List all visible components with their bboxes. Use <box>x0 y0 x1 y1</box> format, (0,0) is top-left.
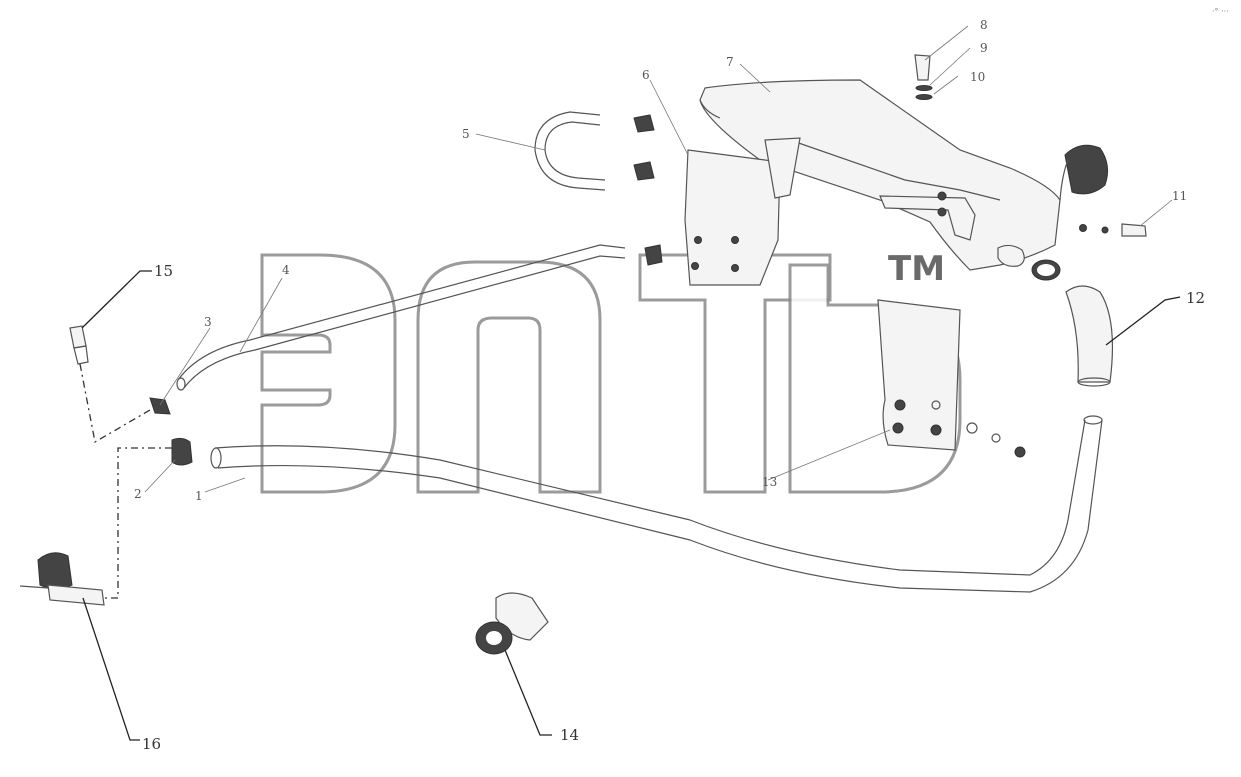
bracket-upper <box>684 137 801 286</box>
screw-set-11 <box>1079 223 1147 237</box>
cap-2 <box>171 437 193 466</box>
label-part-6: 6 <box>642 68 650 82</box>
label-part-9: 9 <box>980 41 988 55</box>
label-part-7: 7 <box>726 55 734 69</box>
bracket-lower <box>877 299 1026 458</box>
part-labels: 1 2 3 4 5 6 7 8 9 10 11 12 13 14 15 16 <box>134 18 1205 753</box>
label-part-15: 15 <box>154 262 173 280</box>
pipe-lower <box>210 415 1103 593</box>
valve-16 <box>19 552 105 606</box>
bolt-15 <box>69 325 89 365</box>
label-part-1: 1 <box>195 489 203 503</box>
leader-lines <box>81 25 1181 741</box>
u-hose <box>534 111 655 191</box>
watermark-tm: TM <box>888 249 945 289</box>
label-part-11: 11 <box>1172 189 1187 203</box>
pipe-upper <box>176 244 663 391</box>
label-part-4: 4 <box>282 263 290 277</box>
fitting-3 <box>149 397 171 415</box>
label-part-5: 5 <box>462 127 470 141</box>
corner-mark: ·° ··· <box>1212 7 1229 16</box>
elbow-hose <box>1031 259 1114 387</box>
label-part-14: 14 <box>560 726 579 744</box>
label-part-10: 10 <box>970 70 985 84</box>
watermark-letter-3 <box>638 253 832 494</box>
watermark: TM <box>260 249 962 494</box>
label-part-13: 13 <box>762 475 777 489</box>
label-part-16: 16 <box>142 735 161 753</box>
assembly-lines <box>79 363 172 599</box>
label-part-3: 3 <box>204 315 212 329</box>
label-part-8: 8 <box>980 18 988 32</box>
valve-14 <box>475 592 549 655</box>
expansion-tank <box>699 79 1109 271</box>
label-part-2: 2 <box>134 487 142 501</box>
bolt-8-9-10 <box>914 54 933 100</box>
label-part-12: 12 <box>1186 289 1205 307</box>
watermark-letter-2 <box>416 260 602 494</box>
watermark-letter-1 <box>260 253 397 494</box>
